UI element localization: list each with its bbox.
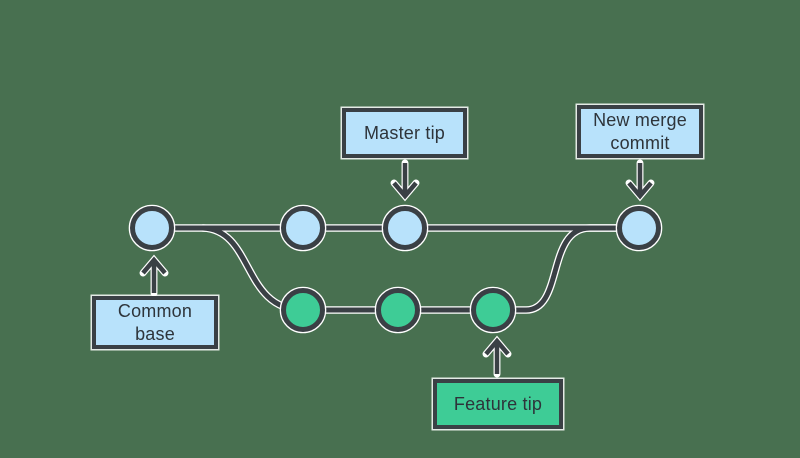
label-new-merge-commit-text: New merge commit — [593, 110, 687, 153]
arrow-to-feature-tip — [484, 337, 510, 374]
merge-curve-line — [493, 225, 639, 313]
label-new-merge-commit: New merge commit — [577, 105, 703, 158]
arrow-to-master-tip — [392, 163, 418, 200]
label-feature-tip-text: Feature tip — [453, 393, 543, 414]
commit-node-feature-tip — [471, 288, 515, 332]
commit-node-feature-2 — [376, 288, 420, 332]
arrow-to-new-merge-commit — [627, 163, 653, 200]
label-common-base: Common base — [92, 296, 218, 349]
commit-node-master-1 — [281, 206, 325, 250]
commit-node-common-base — [130, 206, 174, 250]
label-common-base-text: Common base — [117, 301, 193, 344]
label-master-tip: Master tip — [342, 108, 467, 158]
commit-node-new-merge — [617, 206, 661, 250]
label-master-tip-text: Master tip — [363, 122, 446, 143]
commit-node-feature-1 — [281, 288, 325, 332]
commit-node-master-tip — [383, 206, 427, 250]
arrow-to-common-base — [141, 256, 167, 293]
label-feature-tip: Feature tip — [433, 379, 563, 429]
